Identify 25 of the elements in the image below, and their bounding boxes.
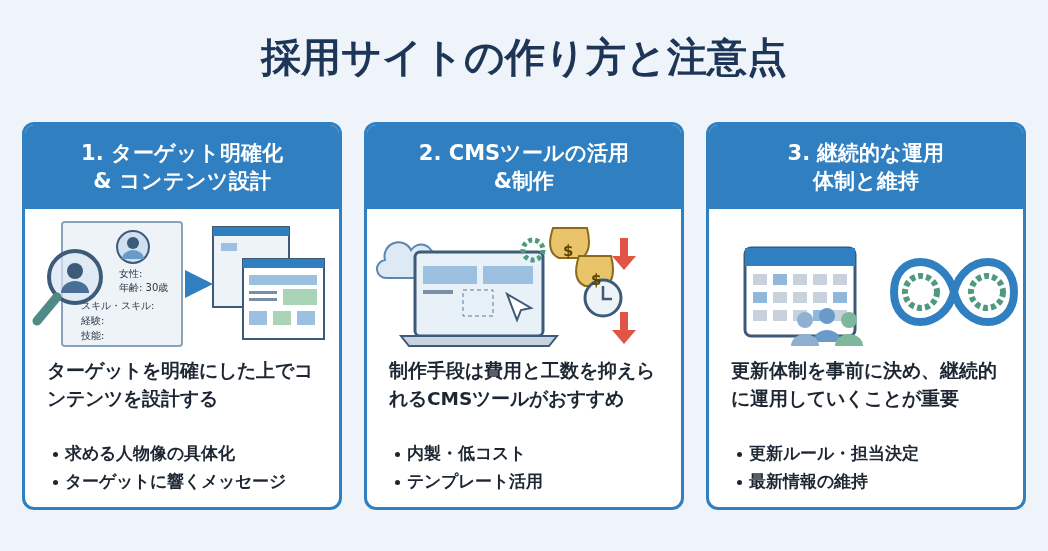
bullet-text: テンプレート活用 (407, 471, 543, 493)
bullet-text: 求める人物像の具体化 (65, 443, 235, 465)
card-description: 制作手段は費用と工数を抑えられるCMSツールがおすすめ (389, 359, 656, 411)
card-description: ターゲットを明確にした上でコンテンツを設計する (47, 359, 314, 411)
bullet-text: 内製・低コスト (407, 443, 526, 465)
dollar-sign: $ (591, 271, 602, 289)
bullet-text: 更新ルール・担当決定 (749, 443, 919, 465)
dollar-sign: $ (563, 242, 574, 260)
page-title: 採用サイトの作り方と注意点 (259, 33, 788, 82)
card-heading: 2. CMSツールの活用 &制作 (418, 139, 630, 195)
bullet-text: ターゲットに響くメッセージ (65, 471, 286, 493)
profile-field: 経験: (81, 314, 105, 328)
arrow (185, 270, 213, 298)
card-heading: 1. ターゲット明確化 & コンテンツ設計 (81, 139, 283, 195)
profile-field: 技能: (81, 329, 105, 343)
info-card (22, 122, 342, 510)
bullet-text: 最新情報の維持 (749, 471, 868, 493)
info-card (364, 122, 684, 510)
wireframe-picture (211, 225, 326, 343)
profile-field: スキル・スキル: (81, 299, 155, 313)
profile-field: 年齢: 30歳 (119, 281, 169, 295)
card-description: 更新体制を事前に決め、継続的に運用していくことが重要 (731, 359, 998, 411)
profile-field: 女性: (119, 267, 143, 281)
card-heading: 3. 継続的な運用体制と維持 (786, 139, 946, 195)
info-card (706, 122, 1026, 510)
